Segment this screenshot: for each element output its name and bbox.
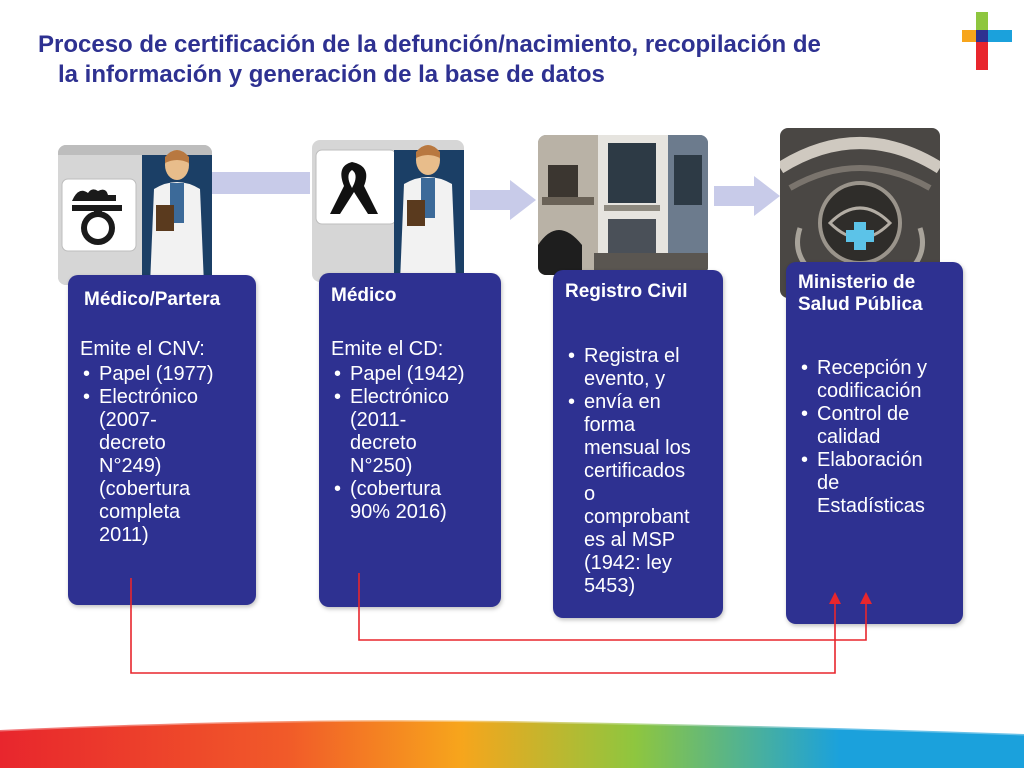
- stage-card-ministerio-salud-publica: Ministerio de Salud Pública Recepción y …: [786, 262, 963, 624]
- stage-card-medico: Médico Emite el CD: Papel (1942) Electró…: [319, 273, 501, 607]
- slide-title: Proceso de certificación de la defunción…: [38, 30, 978, 90]
- stage-items: Papel (1942) Electrónico (2011- decreto …: [331, 363, 489, 524]
- footer-color-band: [0, 718, 1024, 768]
- stage-heading: Registro Civil: [565, 281, 688, 302]
- stage-3-photo: [538, 135, 708, 275]
- stage-items: Recepción y codificación Control de cali…: [798, 357, 951, 518]
- stage-items: Registra el evento, y envía en forma men…: [565, 345, 711, 598]
- baby-scale-icon: [72, 189, 122, 245]
- mourning-ribbon-icon: [330, 162, 378, 214]
- list-item: Control de calidad: [798, 403, 951, 449]
- flow-arrow-2: [470, 180, 536, 220]
- stage-intro: Emite el CD:: [331, 338, 444, 360]
- list-item: Electrónico (2007- decreto N°249) (cober…: [80, 386, 244, 547]
- list-item: Papel (1942): [331, 363, 489, 386]
- list-item: Registra el evento, y: [565, 345, 711, 391]
- flow-arrow-1: [212, 172, 310, 194]
- title-line-1: Proceso de certificación de la defunción…: [38, 31, 821, 58]
- stage-heading: Médico: [331, 285, 397, 306]
- flow-arrow-3: [714, 176, 780, 216]
- stage-heading: Médico/Partera: [84, 289, 221, 310]
- title-line-2: la información y generación de la base d…: [58, 61, 605, 88]
- stage-card-medico-partera: Médico/Partera Emite el CNV: Papel (1977…: [68, 275, 256, 605]
- stage-1-photo: [58, 145, 212, 285]
- stage-heading: Ministerio de Salud Pública: [798, 272, 923, 315]
- list-item: envía en forma mensual los certificados …: [565, 391, 711, 598]
- stage-card-registro-civil: Registro Civil Registra el evento, y env…: [553, 270, 723, 618]
- list-item: Papel (1977): [80, 363, 244, 386]
- stage-items: Papel (1977) Electrónico (2007- decreto …: [80, 363, 244, 547]
- building-photo: [538, 135, 708, 275]
- list-item: Elaboración de Estadísticas: [798, 449, 951, 518]
- list-item: Electrónico (2011- decreto N°250): [331, 386, 489, 478]
- doctor-figure-icon: [400, 145, 456, 282]
- stage-2-photo: [312, 140, 464, 282]
- list-item: Recepción y codificación: [798, 357, 951, 403]
- list-item: (cobertura 90% 2016): [331, 478, 489, 524]
- stage-intro: Emite el CNV:: [80, 338, 205, 360]
- msp-cross-logo-icon: [962, 12, 1012, 70]
- doctor-figure-icon: [150, 150, 204, 285]
